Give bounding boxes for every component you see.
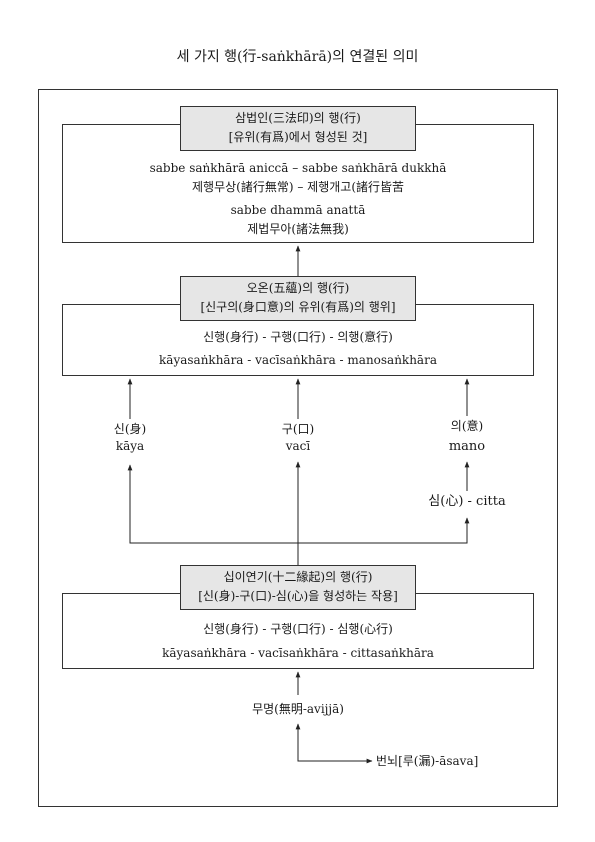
five-aggregates-header-title: 오온(五蘊)의 행(行) xyxy=(246,281,350,295)
dependent-origination-header: 십이연기(十二緣起)의 행(行) [신(身)-구(口)-심(心)을 형성하는 작… xyxy=(180,565,416,610)
body-label: 신(身) kāya xyxy=(100,421,160,455)
arrow-branch-to-body xyxy=(127,464,298,544)
mind-label: 의(意) mano xyxy=(432,418,502,455)
ignorance-label: 무명(無明-avijjā) xyxy=(252,702,344,716)
dependent-origination-pali: kāyasaṅkhāra - vacīsaṅkhāra - cittasaṅkh… xyxy=(162,646,434,660)
diagram-frame xyxy=(38,89,558,807)
three-marks-korean-2: 제법무아(諸法無我) xyxy=(247,222,349,236)
speech-label: 구(口) vacī xyxy=(266,421,330,455)
five-aggregates-korean: 신행(身行) - 구행(口行) - 의행(意行) xyxy=(203,330,393,344)
three-marks-header-title: 삼법인(三法印)의 행(行) xyxy=(235,111,361,125)
mind-label-korean: 의(意) xyxy=(450,419,484,433)
asava-label: 번뇌[루(漏)-āsava] xyxy=(376,754,479,768)
three-marks-pali-2: sabbe dhammā anattā xyxy=(230,203,366,217)
arrow-asava-to-ignorance xyxy=(295,723,370,762)
mind-label-pali: mano xyxy=(448,439,486,454)
three-marks-header-subtitle: [유위(有爲)에서 형성된 것] xyxy=(228,130,368,144)
citta-label: 심(心) - citta xyxy=(428,494,506,509)
three-marks-pali-1: sabbe saṅkhārā aniccā – sabbe saṅkhārā d… xyxy=(149,161,447,175)
dependent-origination-korean: 신행(身行) - 구행(口行) - 심행(心行) xyxy=(203,622,393,636)
page-title: 세 가지 행(行-saṅkhārā)의 연결된 의미 xyxy=(176,49,419,65)
arrow-branch-to-citta xyxy=(298,517,470,544)
three-marks-korean-1: 제행무상(諸行無常) – 제행개고(諸行皆苦 xyxy=(192,180,404,194)
five-aggregates-header: 오온(五蘊)의 행(行) [신구의(身口意)의 유위(有爲)의 행위] xyxy=(180,276,416,321)
dependent-origination-header-subtitle: [신(身)-구(口)-심(心)을 형성하는 작용] xyxy=(198,589,398,603)
five-aggregates-pali: kāyasaṅkhāra - vacīsaṅkhāra - manosaṅkhā… xyxy=(159,353,437,367)
dependent-origination-header-title: 십이연기(十二緣起)의 행(行) xyxy=(223,570,373,584)
speech-label-pali: vacī xyxy=(285,439,311,453)
body-label-pali: kāya xyxy=(115,439,145,453)
speech-label-korean: 구(口) xyxy=(281,422,315,436)
five-aggregates-header-subtitle: [신구의(身口意)의 유위(有爲)의 행위] xyxy=(200,300,396,314)
three-marks-header: 삼법인(三法印)의 행(行) [유위(有爲)에서 형성된 것] xyxy=(180,106,416,151)
body-label-korean: 신(身) xyxy=(113,422,147,436)
